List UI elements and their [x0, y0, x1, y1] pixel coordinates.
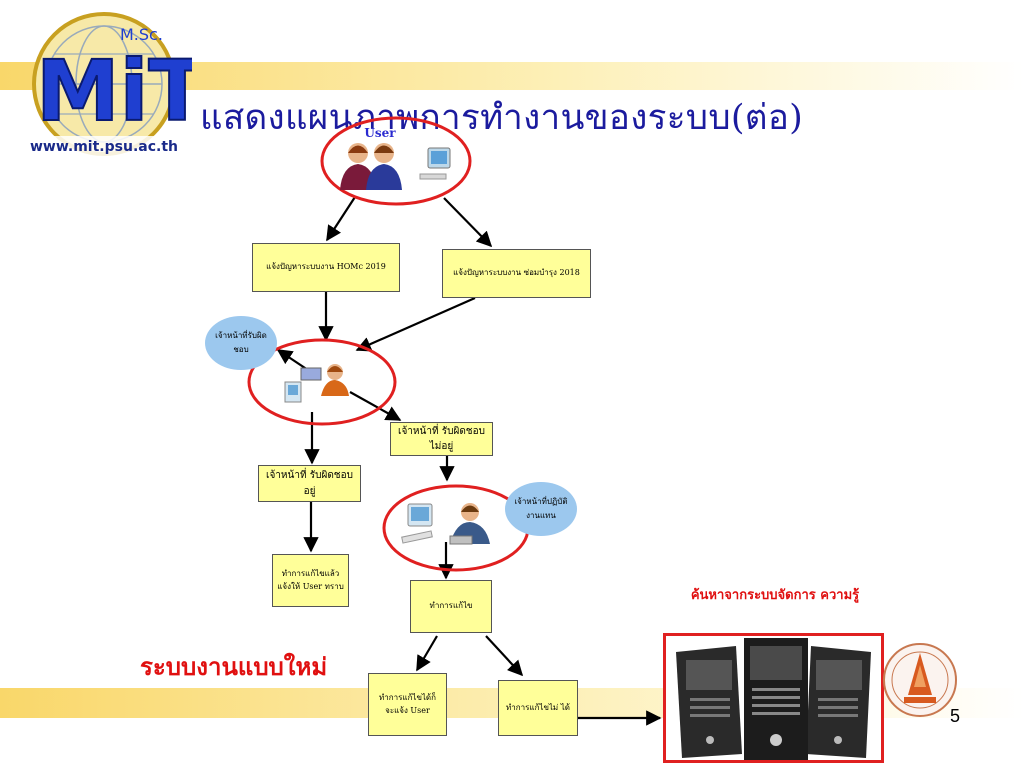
servers-image [676, 638, 871, 760]
homc-report-box: แจ้งปัญหาระบบงาน HOMc 2019 [252, 243, 400, 292]
responsible-staff-icon [284, 364, 349, 403]
server-right-icon [806, 646, 871, 758]
arrow-user-to-maintenance [443, 197, 493, 248]
svg-text:MiT: MiT [36, 42, 192, 140]
hospital-seal-logo [883, 643, 957, 717]
server-center-icon [744, 638, 808, 760]
user-highlight-ellipse [320, 116, 472, 206]
substitute-staff-bubble: เจ้าหน้าที่ปฏิบัติ งานแทน [505, 482, 577, 536]
responsible-staff-bubble: เจ้าหน้าที่รับผิด ชอบ [205, 316, 277, 370]
arrow-maintenance-to-staff [355, 296, 476, 352]
staff-highlight-ellipse [247, 338, 397, 426]
staff-absent-box: เจ้าหน้าที่ รับผิดชอบไม่อยู่ [390, 422, 493, 456]
fix-success-box: ทำการแก้ไขได้ก็ จะแจ้ง User [368, 673, 447, 736]
server-left-icon [676, 646, 742, 758]
page-title: แสดงแผนภาพการทำงานของระบบ(ต่อ) [200, 98, 804, 138]
new-system-label: ระบบงานแบบใหม่ [140, 652, 328, 681]
svg-text:www.mit.psu.ac.th: www.mit.psu.ac.th [30, 139, 178, 155]
svg-text:M.Sc.: M.Sc. [120, 25, 163, 44]
maintenance-report-box: แจ้งปัญหาระบบงาน ซ่อมบำรุง 2018 [442, 249, 591, 298]
arrow-staff-to-absent [349, 391, 402, 421]
arrow-user-to-homc [326, 196, 356, 242]
fix-fail-box: ทำการแก้ไขไม่ ได้ [498, 680, 578, 736]
fix-box: ทำการแก้ไข [410, 580, 492, 633]
mit-logo: MiT M.Sc. www.mit.psu.ac.th [20, 12, 192, 156]
arrow-fix-to-ok [416, 635, 438, 672]
page-number: 5 [950, 706, 961, 726]
arrow-fix-to-fail [485, 635, 524, 677]
users-with-computer-icon [340, 143, 451, 190]
staff-present-box: เจ้าหน้าที่ รับผิดชอบอยู่ [258, 465, 361, 502]
knowledge-management-label: ค้นหาจากระบบจัดการ ความรู้ [690, 588, 860, 603]
user-label: User [364, 126, 396, 140]
substitute-staff-icon [401, 503, 490, 545]
fixed-notify-box: ทำการแก้ไขแล้ว แจ้งให้ User ทราบ [272, 554, 349, 607]
server-image-frame [663, 633, 884, 763]
